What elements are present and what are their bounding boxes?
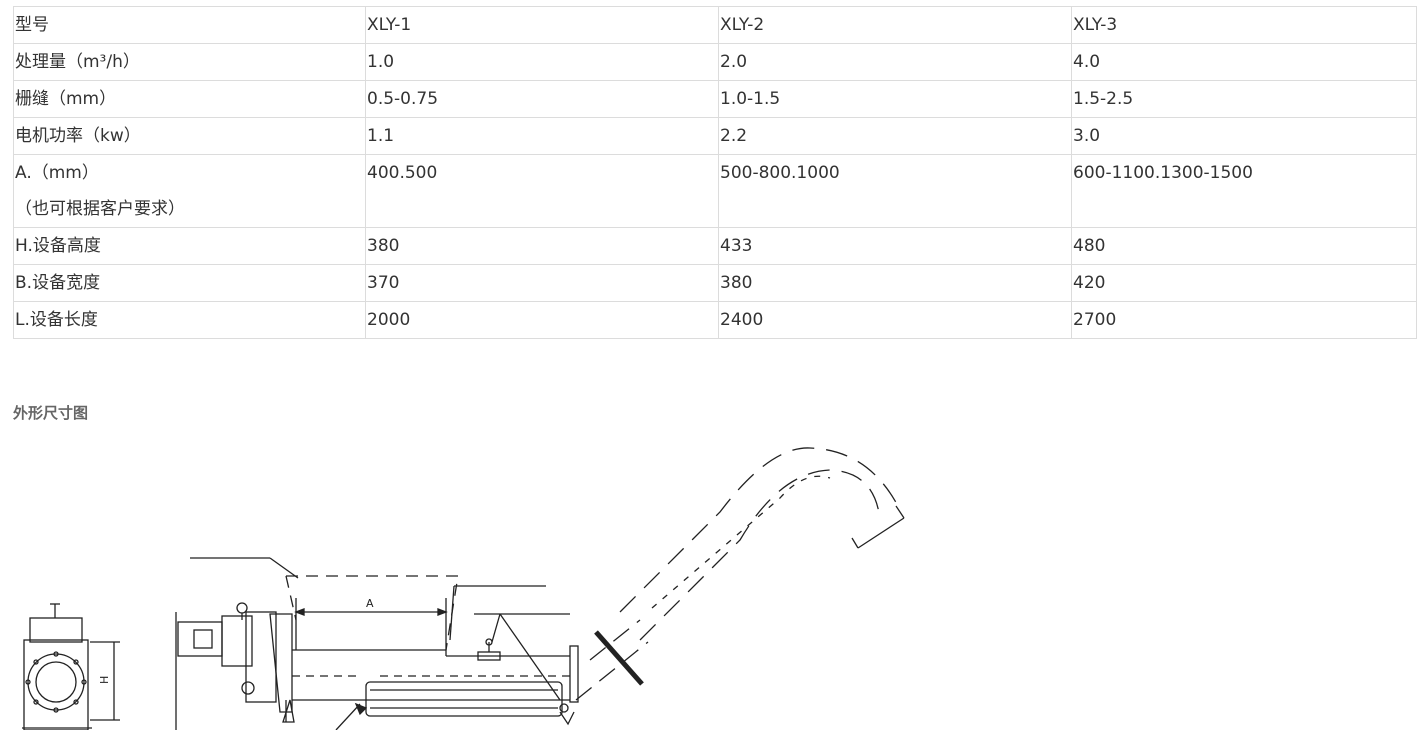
header-cell-model: 型号 <box>13 6 366 44</box>
row-label-height: H.设备高度 <box>13 227 366 265</box>
table-cell: 2000 <box>365 301 719 339</box>
row-label-text: A.（mm） <box>15 163 99 183</box>
table-row: 栅缝（mm） 0.5-0.75 1.0-1.5 1.5-2.5 <box>13 80 1417 118</box>
table-cell: 2400 <box>718 301 1072 339</box>
row-label-motor-power: 电机功率（kw） <box>13 117 366 155</box>
cell-value: 500-800.1000 <box>720 163 840 183</box>
cell-value: 600-1100.1300-1500 <box>1073 163 1253 183</box>
dimension-a-label: A <box>366 597 374 610</box>
table-cell: 1.5-2.5 <box>1071 80 1417 118</box>
table-cell: 1.0-1.5 <box>718 80 1072 118</box>
table-cell: 420 <box>1071 264 1417 302</box>
table-cell: 2700 <box>1071 301 1417 339</box>
table-cell: 1.1 <box>365 117 719 155</box>
drawing-section-title: 外形尺寸图 <box>13 404 89 422</box>
side-view-drawing <box>175 447 905 730</box>
table-cell: 2.2 <box>718 117 1072 155</box>
table-cell: 1.0 <box>365 43 719 81</box>
row-label-note: （也可根据客户要求） <box>15 199 185 219</box>
header-cell-xly2: XLY-2 <box>718 6 1072 44</box>
table-row: 处理量（m³/h） 1.0 2.0 4.0 <box>13 43 1417 81</box>
header-cell-xly3: XLY-3 <box>1071 6 1417 44</box>
front-view-drawing <box>22 603 120 730</box>
table-cell: 480 <box>1071 227 1417 265</box>
table-cell: 500-800.1000 <box>718 154 1072 228</box>
table-cell: 380 <box>718 264 1072 302</box>
table-row: B.设备宽度 370 380 420 <box>13 264 1417 302</box>
table-row: H.设备高度 380 433 480 <box>13 227 1417 265</box>
table-cell: 400.500 <box>365 154 719 228</box>
table-cell: 370 <box>365 264 719 302</box>
table-row: 电机功率（kw） 1.1 2.2 3.0 <box>13 117 1417 155</box>
table-row: L.设备长度 2000 2400 2700 <box>13 301 1417 339</box>
row-label-dimension-a: A.（mm） （也可根据客户要求） <box>13 154 366 228</box>
row-label-slot: 栅缝（mm） <box>13 80 366 118</box>
table-cell: 600-1100.1300-1500 <box>1071 154 1417 228</box>
table-cell: 380 <box>365 227 719 265</box>
table-cell: 433 <box>718 227 1072 265</box>
dimension-h-label: H <box>98 676 111 684</box>
dimension-drawing: A H <box>22 447 905 730</box>
table-cell: 0.5-0.75 <box>365 80 719 118</box>
spec-table: 型号 XLY-1 XLY-2 XLY-3 处理量（m³/h） 1.0 2.0 4… <box>13 6 1417 339</box>
row-label-length: L.设备长度 <box>13 301 366 339</box>
table-cell: 4.0 <box>1071 43 1417 81</box>
cell-value: 400.500 <box>367 163 438 183</box>
row-label-width: B.设备宽度 <box>13 264 366 302</box>
table-header-row: 型号 XLY-1 XLY-2 XLY-3 <box>13 6 1417 44</box>
table-cell: 3.0 <box>1071 117 1417 155</box>
table-row: A.（mm） （也可根据客户要求） 400.500 500-800.1000 6… <box>13 154 1417 228</box>
row-label-capacity: 处理量（m³/h） <box>13 43 366 81</box>
header-cell-xly1: XLY-1 <box>365 6 719 44</box>
table-cell: 2.0 <box>718 43 1072 81</box>
